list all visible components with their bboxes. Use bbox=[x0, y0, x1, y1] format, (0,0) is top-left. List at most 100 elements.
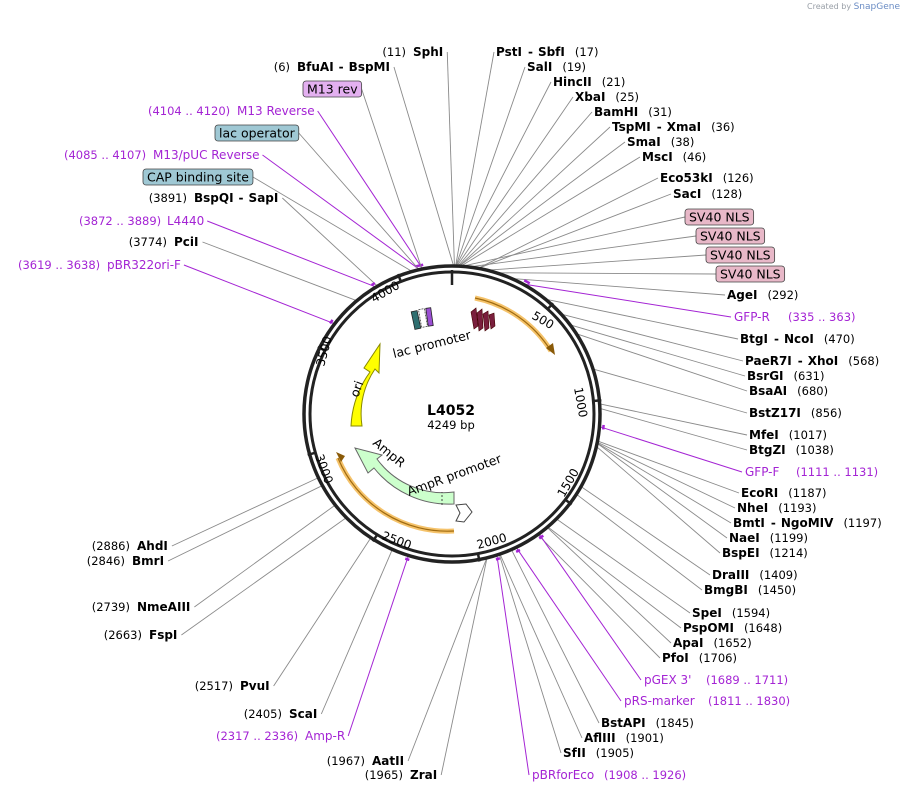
site-name-alt: BspMI bbox=[349, 60, 390, 74]
site-right-mfei[interactable]: MfeI(1017) bbox=[749, 428, 827, 442]
site-right-pspomi[interactable]: PspOMI(1648) bbox=[683, 621, 782, 635]
primer-prs-marker[interactable]: pRS-marker(1811 .. 1830) bbox=[624, 694, 790, 708]
site-right-paer7i[interactable]: PaeR7I-XhoI(568) bbox=[745, 354, 879, 368]
site-left-bspqi[interactable]: (3891)BspQI-SapI bbox=[149, 191, 279, 205]
site-left-pvui[interactable]: (2517)PvuI bbox=[195, 679, 270, 693]
site-name: BspEI bbox=[722, 546, 760, 560]
site-position: (680) bbox=[797, 384, 828, 398]
site-position: (470) bbox=[824, 332, 855, 346]
site-right-bmti[interactable]: BmtI-NgoMIV(1197) bbox=[733, 516, 882, 530]
feature-box-label: M13 rev bbox=[307, 82, 358, 97]
site-right-spei[interactable]: SpeI(1594) bbox=[692, 606, 770, 620]
site-position: (36) bbox=[711, 120, 735, 134]
site-right-draiii[interactable]: DraIII(1409) bbox=[712, 568, 798, 582]
site-right-bsaai[interactable]: BsaAI(680) bbox=[749, 384, 828, 398]
site-right-eco53ki[interactable]: Eco53kI(126) bbox=[660, 171, 754, 185]
site-position: (2846) bbox=[87, 554, 125, 568]
site-left-pcii[interactable]: (3774)PciI bbox=[129, 235, 199, 249]
site-right-msci[interactable]: MscI(46) bbox=[642, 150, 706, 164]
primer-pbr322ori-f[interactable]: (3619 .. 3638)pBR322ori-F bbox=[18, 258, 181, 272]
primer-l4440[interactable]: (3872 .. 3889)L4440 bbox=[79, 214, 204, 228]
feature-box-bg bbox=[715, 265, 786, 283]
site-left-bfuai[interactable]: (6)BfuAI-BspMI bbox=[274, 60, 390, 74]
ring-tick-mark bbox=[307, 451, 316, 457]
ori-label: ori bbox=[347, 379, 367, 399]
site-position: (292) bbox=[767, 288, 798, 302]
site-name: ScaI bbox=[289, 707, 317, 721]
site-left-fspi[interactable]: (2663)FspI bbox=[104, 628, 178, 642]
site-right-sali[interactable]: SalI(19) bbox=[527, 60, 586, 74]
site-right-bmgbi[interactable]: BmgBI(1450) bbox=[704, 583, 796, 597]
site-right-bstapi[interactable]: BstAPI(1845) bbox=[601, 716, 694, 730]
leader-line bbox=[499, 272, 717, 275]
leader-line bbox=[597, 443, 728, 539]
site-right-bspei[interactable]: BspEI(1214) bbox=[722, 546, 808, 560]
primer-amp-r[interactable]: (2317 .. 2336)Amp-R bbox=[216, 729, 345, 743]
leader-line bbox=[499, 554, 583, 739]
feature-box-m13-rev[interactable]: M13 rev bbox=[302, 80, 363, 98]
gfp-arc-arrowhead bbox=[546, 343, 555, 355]
plasmid-length: 4249 bp bbox=[427, 418, 475, 432]
ampr-promoter-feature bbox=[455, 503, 473, 523]
site-right-xbai[interactable]: XbaI(25) bbox=[575, 90, 639, 104]
site-left-bmri[interactable]: (2846)BmrI bbox=[87, 554, 164, 568]
site-right-hincii[interactable]: HincII(21) bbox=[553, 75, 625, 89]
site-right-psti[interactable]: PstI-SbfI(17) bbox=[496, 45, 598, 59]
site-right-naei[interactable]: NaeI(1199) bbox=[729, 531, 808, 545]
primer-gfp-r[interactable]: GFP-R(335 .. 363) bbox=[734, 310, 856, 324]
primer-name: pBRforEco bbox=[532, 768, 594, 782]
primer-pgex-3-[interactable]: pGEX 3'(1689 .. 1711) bbox=[644, 673, 788, 687]
leader-line bbox=[600, 408, 748, 451]
site-right-nhei[interactable]: NheI(1193) bbox=[737, 501, 816, 515]
site-name: BfuAI bbox=[297, 60, 334, 74]
site-name: PfoI bbox=[662, 651, 689, 665]
site-position: (126) bbox=[723, 171, 754, 185]
leader-line bbox=[455, 66, 526, 266]
site-name-dash: - bbox=[798, 354, 803, 368]
site-position: (631) bbox=[794, 369, 825, 383]
feature-box-bg bbox=[705, 246, 776, 264]
site-right-bsrgi[interactable]: BsrGI(631) bbox=[747, 369, 824, 383]
feature-box-sv40-nls[interactable]: SV40 NLS bbox=[715, 265, 786, 283]
primer-m13-reverse[interactable]: (4104 .. 4120)M13 Reverse bbox=[148, 104, 315, 118]
site-right-afliii[interactable]: AflIII(1901) bbox=[584, 731, 664, 745]
site-right-apai[interactable]: ApaI(1652) bbox=[673, 636, 752, 650]
primer-range: (1689 .. 1711) bbox=[706, 673, 788, 687]
site-position: (2405) bbox=[244, 707, 282, 721]
feature-box-sv40-nls[interactable]: SV40 NLS bbox=[695, 227, 766, 245]
site-right-sfii[interactable]: SfII(1905) bbox=[563, 746, 634, 760]
site-right-tspmi[interactable]: TspMI-XmaI(36) bbox=[612, 120, 735, 134]
feature-box-sv40-nls[interactable]: SV40 NLS bbox=[705, 246, 776, 264]
primer-binding-mark bbox=[329, 319, 334, 325]
site-right-ecori[interactable]: EcoRI(1187) bbox=[741, 486, 827, 500]
site-left-ahdi[interactable]: (2886)AhdI bbox=[92, 539, 168, 553]
site-right-agei[interactable]: AgeI(292) bbox=[727, 288, 798, 302]
site-name: HincII bbox=[553, 75, 592, 89]
feature-box-bg bbox=[142, 168, 254, 186]
primer-range: (4104 .. 4120) bbox=[148, 104, 230, 118]
site-position: (1648) bbox=[744, 621, 782, 635]
site-right-bamhi[interactable]: BamHI(31) bbox=[594, 105, 672, 119]
site-right-saci[interactable]: SacI(128) bbox=[673, 187, 742, 201]
feature-box-lac-operator[interactable]: lac operator bbox=[214, 124, 300, 142]
site-position: (1199) bbox=[770, 531, 808, 545]
site-right-smai[interactable]: SmaI(38) bbox=[627, 135, 694, 149]
site-left-zrai[interactable]: (1965)ZraI bbox=[365, 768, 437, 782]
primer-pbrforeco[interactable]: pBRforEco(1908 .. 1926) bbox=[532, 768, 686, 782]
leader-line bbox=[298, 132, 419, 270]
site-right-pfoi[interactable]: PfoI(1706) bbox=[662, 651, 737, 665]
site-right-bstz17i[interactable]: BstZ17I(856) bbox=[749, 406, 842, 420]
site-right-btgzi[interactable]: BtgZI(1038) bbox=[749, 443, 834, 457]
feature-box-cap-binding-site[interactable]: CAP binding site bbox=[142, 168, 254, 186]
site-left-nmeaiii[interactable]: (2739)NmeAIII bbox=[92, 600, 191, 614]
leader-line bbox=[167, 485, 322, 562]
site-left-sphi[interactable]: (11)SphI bbox=[382, 45, 443, 59]
site-right-btgi[interactable]: BtgI-NcoI(470) bbox=[740, 332, 855, 346]
feature-box-sv40-nls[interactable]: SV40 NLS bbox=[684, 208, 755, 226]
primer-gfp-f[interactable]: GFP-F(1111 .. 1131) bbox=[745, 465, 878, 479]
primer-m13-puc-reverse[interactable]: (4085 .. 4107)M13/pUC Reverse bbox=[64, 148, 260, 162]
site-left-scai[interactable]: (2405) ScaI bbox=[244, 707, 318, 721]
site-left-aatii[interactable]: (1967)AatII bbox=[327, 754, 404, 768]
site-position: (3774) bbox=[129, 235, 167, 249]
primer-name: Amp-R bbox=[305, 729, 345, 743]
